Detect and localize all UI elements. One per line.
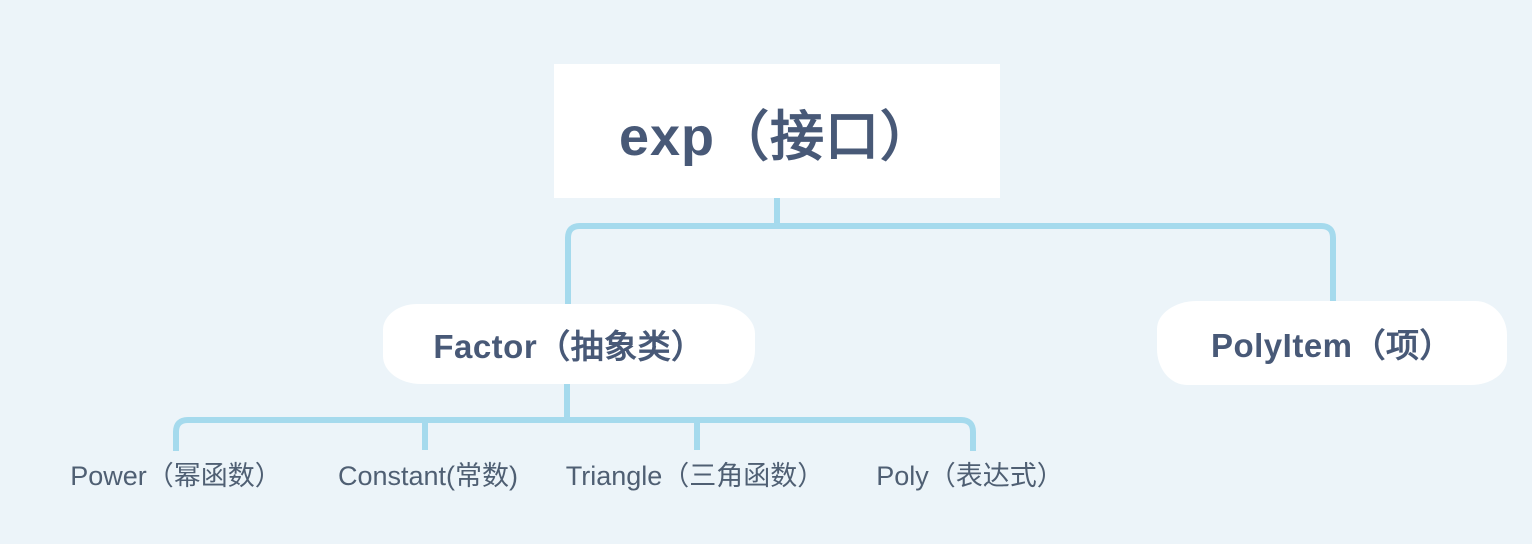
connector-level2-rail — [173, 417, 976, 451]
node-poly[interactable]: Poly（表达式） — [876, 461, 1064, 491]
node-power[interactable]: Power（幂函数） — [70, 461, 282, 491]
node-factor-label: Factor（抽象类） — [433, 328, 705, 365]
node-polyitem-label: PolyItem（项） — [1210, 327, 1454, 364]
node-exp-label: exp（接口） — [618, 106, 936, 167]
node-constant[interactable]: Constant(常数) — [337, 461, 519, 491]
node-exp[interactable]: exp（接口） — [554, 64, 1000, 198]
connector-level1-rail — [565, 223, 1336, 306]
node-triangle[interactable]: Triangle（三角函数） — [565, 461, 825, 491]
node-polyitem[interactable]: PolyItem（项） — [1157, 301, 1507, 385]
node-factor[interactable]: Factor（抽象类） — [383, 304, 755, 384]
